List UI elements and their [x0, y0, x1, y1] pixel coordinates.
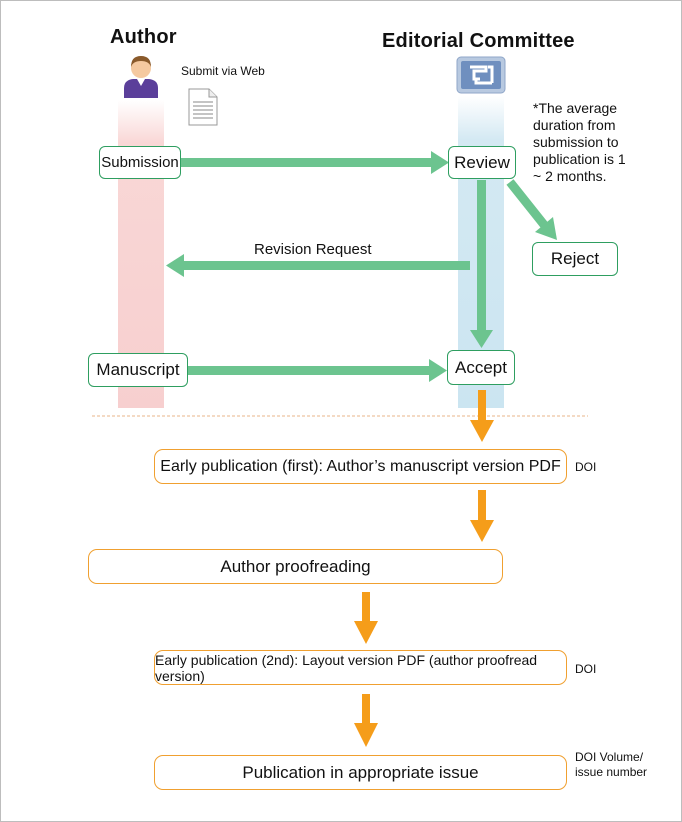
- arrow-review-to-reject: [506, 179, 557, 240]
- revision-request-label: Revision Request: [254, 241, 372, 258]
- duration-note: *The average duration from submission to…: [533, 100, 626, 184]
- manuscript-box: Manuscript: [88, 353, 188, 387]
- early-publication-first-box: Early publication (first): Author’s manu…: [154, 449, 567, 484]
- editorial-committee-heading: Editorial Committee: [382, 30, 575, 52]
- doi-volume-issue-label: DOI Volume/ issue number: [575, 750, 648, 779]
- arrow-review-to-accept: [470, 180, 493, 348]
- review-box: Review: [448, 146, 516, 179]
- submission-box: Submission: [99, 146, 181, 179]
- author-proofreading-box: Author proofreading: [88, 549, 503, 584]
- author-person-icon: [124, 56, 158, 98]
- author-heading: Author: [110, 26, 177, 48]
- orange-arrow-3: [354, 592, 378, 644]
- orange-arrow-2: [470, 490, 494, 542]
- arrow-submission-to-review: [181, 151, 449, 174]
- early-publication-second-box: Early publication (2nd): Layout version …: [154, 650, 567, 685]
- submit-via-web-label: Submit via Web: [181, 64, 265, 78]
- doi-label-first: DOI: [575, 460, 597, 474]
- orange-arrow-4: [354, 694, 378, 747]
- editorial-committee-logo-icon: [456, 56, 506, 94]
- orange-arrow-1: [470, 390, 494, 442]
- reject-box: Reject: [532, 242, 618, 276]
- arrow-manuscript-to-accept: [188, 359, 447, 382]
- document-icon: [188, 88, 218, 126]
- arrow-revision-request: [166, 254, 470, 277]
- accept-box: Accept: [447, 350, 515, 385]
- publication-in-issue-box: Publication in appropriate issue: [154, 755, 567, 790]
- doi-label-second: DOI: [575, 662, 597, 676]
